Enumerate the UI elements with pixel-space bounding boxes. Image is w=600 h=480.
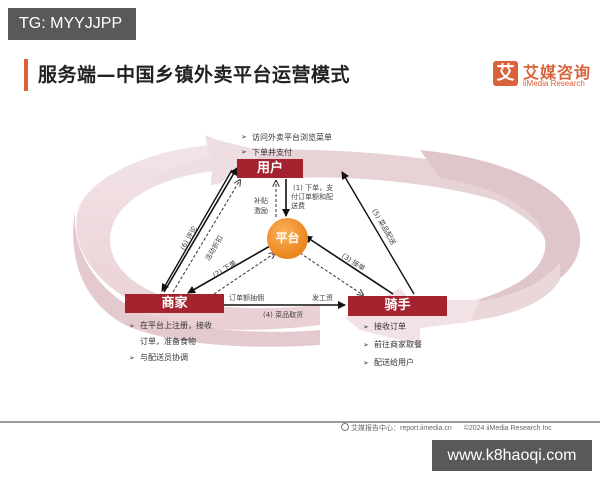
- label-step1-line1: (1) 下单，支: [293, 184, 334, 192]
- list-item: ➢配送给用户: [363, 354, 422, 372]
- list-item: ➢下单并支付: [241, 145, 332, 160]
- page-title: 服务端—中国乡镇外卖平台运营模式: [38, 64, 351, 86]
- list-item: ➢与配送员协调: [129, 350, 212, 366]
- logo-en-text: iiMedia Research: [523, 79, 585, 88]
- label-subsidy-line2: 激励: [254, 207, 268, 215]
- edge-wages: [299, 252, 363, 295]
- edge-rider-to-platform: [304, 235, 394, 295]
- footer-source: 艾媒报告中心：report.iimedia.cn ©2024 iiMedia R…: [341, 423, 552, 433]
- node-platform: 平台: [267, 218, 308, 259]
- label-commission: 订单额抽佣: [229, 294, 264, 302]
- footer-copyright: ©2024 iiMedia Research Inc: [463, 425, 552, 432]
- bullet-arrow-icon: ➢: [241, 148, 247, 156]
- bullet-arrow-icon: ➢: [129, 354, 135, 362]
- title-accent-bar: [24, 59, 28, 91]
- imedia-logo: 艾 艾媒咨询 iiMedia Research: [493, 61, 597, 91]
- edge-user-to-merchant: [161, 169, 233, 292]
- edge-commission: [213, 253, 275, 295]
- footer-divider: [0, 421, 600, 423]
- node-rider: 骑手: [348, 296, 447, 316]
- node-user: 用户: [237, 159, 303, 178]
- bullet-arrow-icon: ➢: [363, 323, 369, 331]
- node-merchant: 商家: [125, 294, 224, 313]
- cycle-ring: [73, 135, 581, 347]
- bullet-arrow-icon: ➢: [363, 341, 369, 349]
- label-subsidy-line1: 补贴: [254, 197, 268, 205]
- edge-rider-to-user: [341, 171, 415, 295]
- user-bullets: ➢访问外卖平台浏览菜单 ➢下单并支付: [241, 130, 332, 160]
- edge-promo-discount: [172, 180, 240, 293]
- list-item: ➢访问外卖平台浏览菜单: [241, 130, 332, 145]
- list-item-continuation: 订单，准备食物: [140, 337, 196, 346]
- list-item: ➢接收订单: [363, 318, 422, 336]
- label-step1-line2: 付订单额和配: [291, 193, 333, 201]
- label-wages: 发工资: [312, 294, 333, 302]
- watermark: www.k8haoqi.com: [432, 440, 592, 471]
- tg-badge: TG: MYYJJPP: [8, 8, 136, 40]
- report-center-icon: [341, 423, 349, 431]
- label-step1-line3: 送费: [291, 202, 305, 210]
- logo-cn-text: 艾媒咨询: [523, 63, 592, 82]
- edge-review: [163, 167, 238, 293]
- bullet-arrow-icon: ➢: [241, 133, 247, 141]
- rider-bullets: ➢接收订单 ➢前往商家取餐 ➢配送给用户: [363, 318, 422, 372]
- list-item: ➢前往商家取餐: [363, 336, 422, 354]
- logo-mark-icon: 艾: [493, 61, 518, 86]
- merchant-bullets: ➢在平台上注册，接收 订单，准备食物 ➢与配送员协调: [129, 318, 212, 366]
- edge-platform-to-merchant: [187, 245, 271, 294]
- bullet-arrow-icon: ➢: [363, 359, 369, 367]
- label-step4: (4) 菜品取货: [263, 311, 304, 319]
- bullet-arrow-icon: ➢: [129, 322, 135, 330]
- list-item: ➢在平台上注册，接收: [129, 318, 212, 334]
